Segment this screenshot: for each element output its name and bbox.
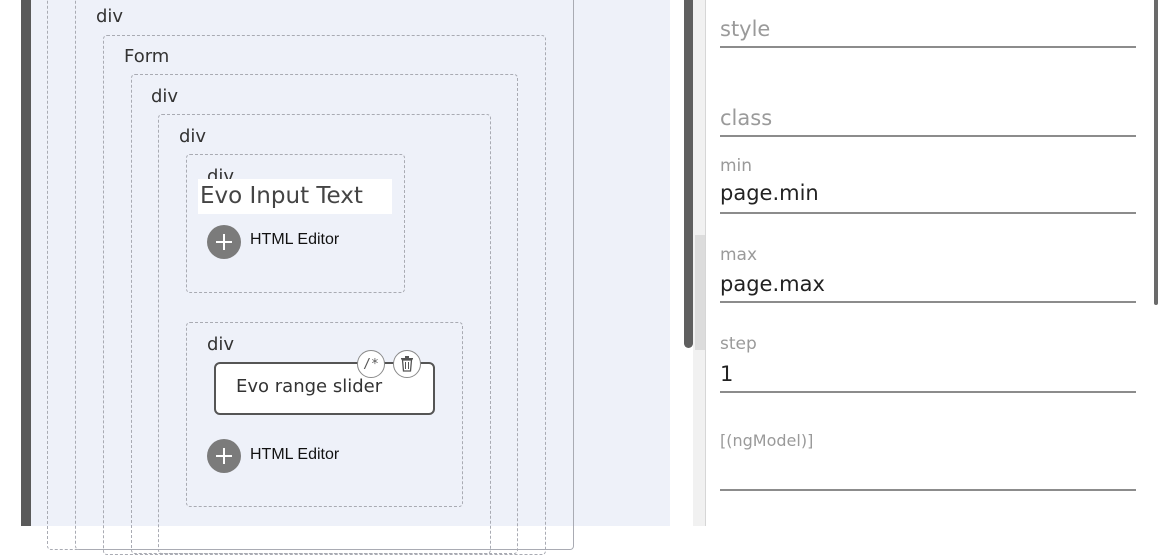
left-margin [0,0,21,526]
properties-panel: style class min page.min max page.max st… [706,0,1158,526]
class-field[interactable]: class [720,99,1136,137]
ngmodel-label: [(ngModel)] [720,431,814,450]
div-label-2: div [179,126,207,147]
panel-divider-line [705,0,706,526]
html-editor-label-1[interactable]: HTML Editor [250,231,340,248]
design-canvas[interactable]: div Form div div div Evo Input Text HTML… [31,0,670,555]
min-field[interactable]: min page.min [720,154,1136,214]
min-underline [720,212,1136,214]
style-field[interactable]: style [720,10,1136,48]
div-container-4[interactable] [186,322,463,507]
min-label: min [720,156,753,176]
ngmodel-underline [720,489,1136,491]
panel-divider-handle[interactable] [695,235,705,350]
html-editor-label-2[interactable]: HTML Editor [250,446,340,463]
class-underline [720,135,1136,137]
step-value[interactable]: 1 [720,362,734,386]
max-value[interactable]: page.max [720,272,825,296]
max-field[interactable]: max page.max [720,243,1136,303]
ngmodel-field[interactable]: [(ngModel)] [720,430,1136,491]
add-component-button-2[interactable] [207,439,241,473]
delete-tool-button[interactable] [393,350,421,378]
form-label: Form [124,46,170,67]
style-underline [720,46,1136,48]
evo-input-text-component[interactable]: Evo Input Text [198,179,392,214]
div-label-outer: div [96,6,124,27]
left-border-bar [21,0,31,526]
add-component-button-1[interactable] [207,225,241,259]
div-container-3[interactable] [186,154,405,293]
div-label-1: div [151,86,179,107]
comment-tool-button[interactable]: /* [357,350,385,378]
trash-icon [401,356,413,372]
max-underline [720,301,1136,303]
style-placeholder: style [720,17,771,41]
step-field[interactable]: step 1 [720,332,1136,393]
step-label: step [720,334,757,354]
evo-input-text-label: Evo Input Text [200,183,363,209]
evo-range-slider-label: Evo range slider [236,376,383,397]
min-value[interactable]: page.min [720,181,819,205]
canvas-scrollbar-thumb[interactable] [684,0,693,348]
canvas-gap [670,0,684,526]
comment-icon: /* [363,356,379,372]
max-label: max [720,245,758,265]
properties-scrollbar-thumb[interactable] [1154,0,1158,305]
class-placeholder: class [720,106,773,130]
step-underline [720,391,1136,393]
div-label-4: div [207,334,235,355]
